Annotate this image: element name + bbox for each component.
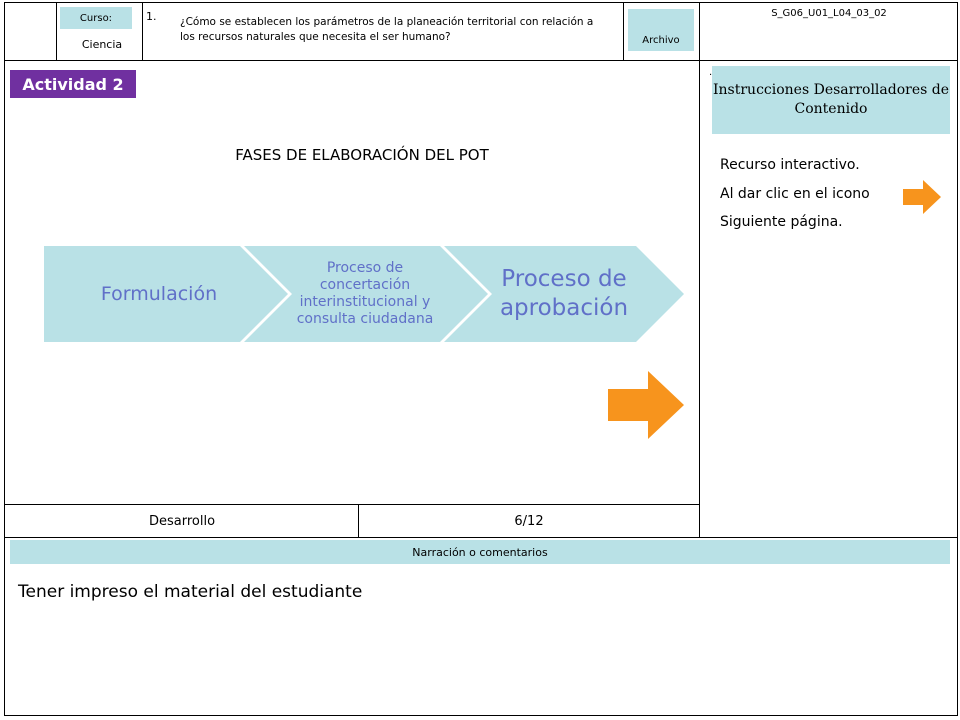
phase-chevron-1 bbox=[44, 246, 288, 342]
frame-left bbox=[4, 2, 5, 716]
section-label: Desarrollo bbox=[148, 513, 216, 529]
header-bottom-rule bbox=[4, 60, 958, 61]
phase-3-label: Proceso de aprobación bbox=[499, 266, 629, 321]
phase-flow-shapes bbox=[44, 246, 684, 342]
archivo-button[interactable]: Archivo bbox=[628, 9, 694, 51]
narration-top-rule bbox=[4, 537, 958, 538]
frame-top bbox=[4, 2, 958, 3]
phase-chevron-3 bbox=[444, 246, 684, 342]
bullet-mark: · bbox=[709, 70, 713, 81]
question-text: ¿Cómo se establecen los parámetros de la… bbox=[180, 16, 594, 43]
narration-text: Tener impreso el material del estudiante bbox=[18, 582, 363, 602]
instruction-line-2: Al dar clic en el icono bbox=[720, 186, 870, 202]
slide-title: FASES DE ELABORACIÓN DEL POT bbox=[235, 146, 489, 164]
frame-right bbox=[957, 2, 958, 716]
course-label: Curso: bbox=[60, 7, 132, 29]
header-divider-1 bbox=[56, 2, 57, 60]
phase-flow: Formulación Proceso de concertación inte… bbox=[44, 246, 684, 342]
footer-top-rule bbox=[4, 504, 700, 505]
phase-2-label: Proceso de concertación interinstitucion… bbox=[296, 260, 434, 327]
instruction-line-3: Siguiente página. bbox=[720, 214, 843, 230]
phase-chevron-2 bbox=[244, 246, 488, 342]
activity-badge: Actividad 2 bbox=[10, 70, 136, 98]
next-page-arrow-icon[interactable] bbox=[608, 371, 684, 439]
header-divider-3 bbox=[623, 2, 624, 60]
phase-1-label: Formulación bbox=[100, 283, 218, 305]
footer-divider bbox=[358, 504, 359, 537]
narration-label: Narración o comentarios bbox=[10, 540, 950, 564]
slide-code: S_G06_U01_L04_03_02 bbox=[771, 8, 887, 19]
instruction-arrow-icon bbox=[903, 180, 941, 214]
instructions-heading: Instrucciones Desarrolladores de Conteni… bbox=[712, 66, 950, 134]
course-value: Ciencia bbox=[81, 38, 123, 51]
header-divider-2 bbox=[142, 2, 143, 60]
question-number: 1. bbox=[146, 10, 157, 23]
frame-bottom bbox=[4, 715, 958, 716]
main-divider bbox=[699, 2, 700, 537]
page-number: 6/12 bbox=[514, 513, 544, 529]
instruction-line-1: Recurso interactivo. bbox=[720, 157, 860, 173]
